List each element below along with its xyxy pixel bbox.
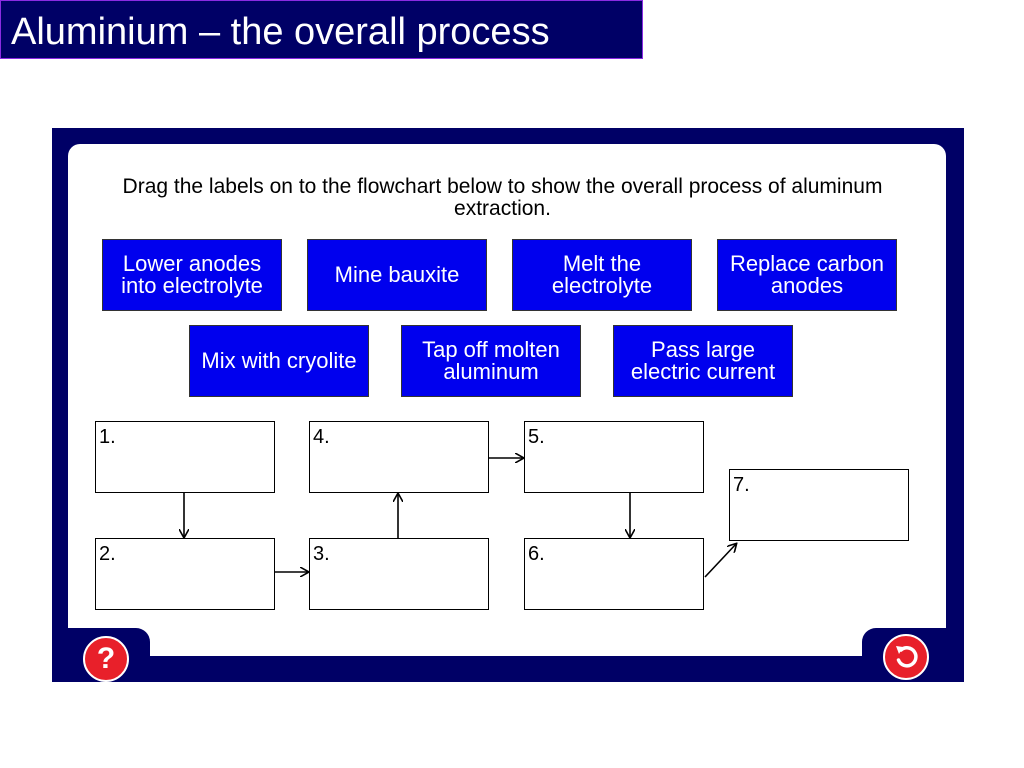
help-button[interactable]: ? [83, 636, 129, 682]
instructions-text: Drag the labels on to the flowchart belo… [122, 175, 883, 220]
label-pass-current[interactable]: Pass large electric current [613, 325, 793, 397]
box-number: 2. [99, 543, 116, 565]
label-replace-anodes[interactable]: Replace carbon anodes [717, 239, 897, 311]
box-number: 6. [528, 543, 545, 565]
label-mix-cryolite[interactable]: Mix with cryolite [189, 325, 369, 397]
label-tap-aluminum[interactable]: Tap off molten aluminum [401, 325, 581, 397]
box-number: 1. [99, 426, 116, 448]
drop-box-3[interactable]: 3. [309, 538, 489, 610]
drop-box-2[interactable]: 2. [95, 538, 275, 610]
drop-box-5[interactable]: 5. [524, 421, 704, 493]
drop-box-7[interactable]: 7. [729, 469, 909, 541]
label-lower-anodes[interactable]: Lower anodes into electrolyte [102, 239, 282, 311]
box-number: 7. [733, 474, 750, 496]
label-mine-bauxite[interactable]: Mine bauxite [307, 239, 487, 311]
drop-box-1[interactable]: 1. [95, 421, 275, 493]
box-number: 5. [528, 426, 545, 448]
title-bar: Aluminium – the overall process [0, 0, 643, 59]
box-number: 4. [313, 426, 330, 448]
drop-box-4[interactable]: 4. [309, 421, 489, 493]
page-title: Aluminium – the overall process [11, 11, 550, 53]
help-icon: ? [96, 642, 116, 675]
undo-arrow-icon [896, 646, 918, 668]
label-melt-electrolyte[interactable]: Melt the electrolyte [512, 239, 692, 311]
box-number: 3. [313, 543, 330, 565]
drop-box-6[interactable]: 6. [524, 538, 704, 610]
reset-button[interactable] [883, 634, 929, 680]
